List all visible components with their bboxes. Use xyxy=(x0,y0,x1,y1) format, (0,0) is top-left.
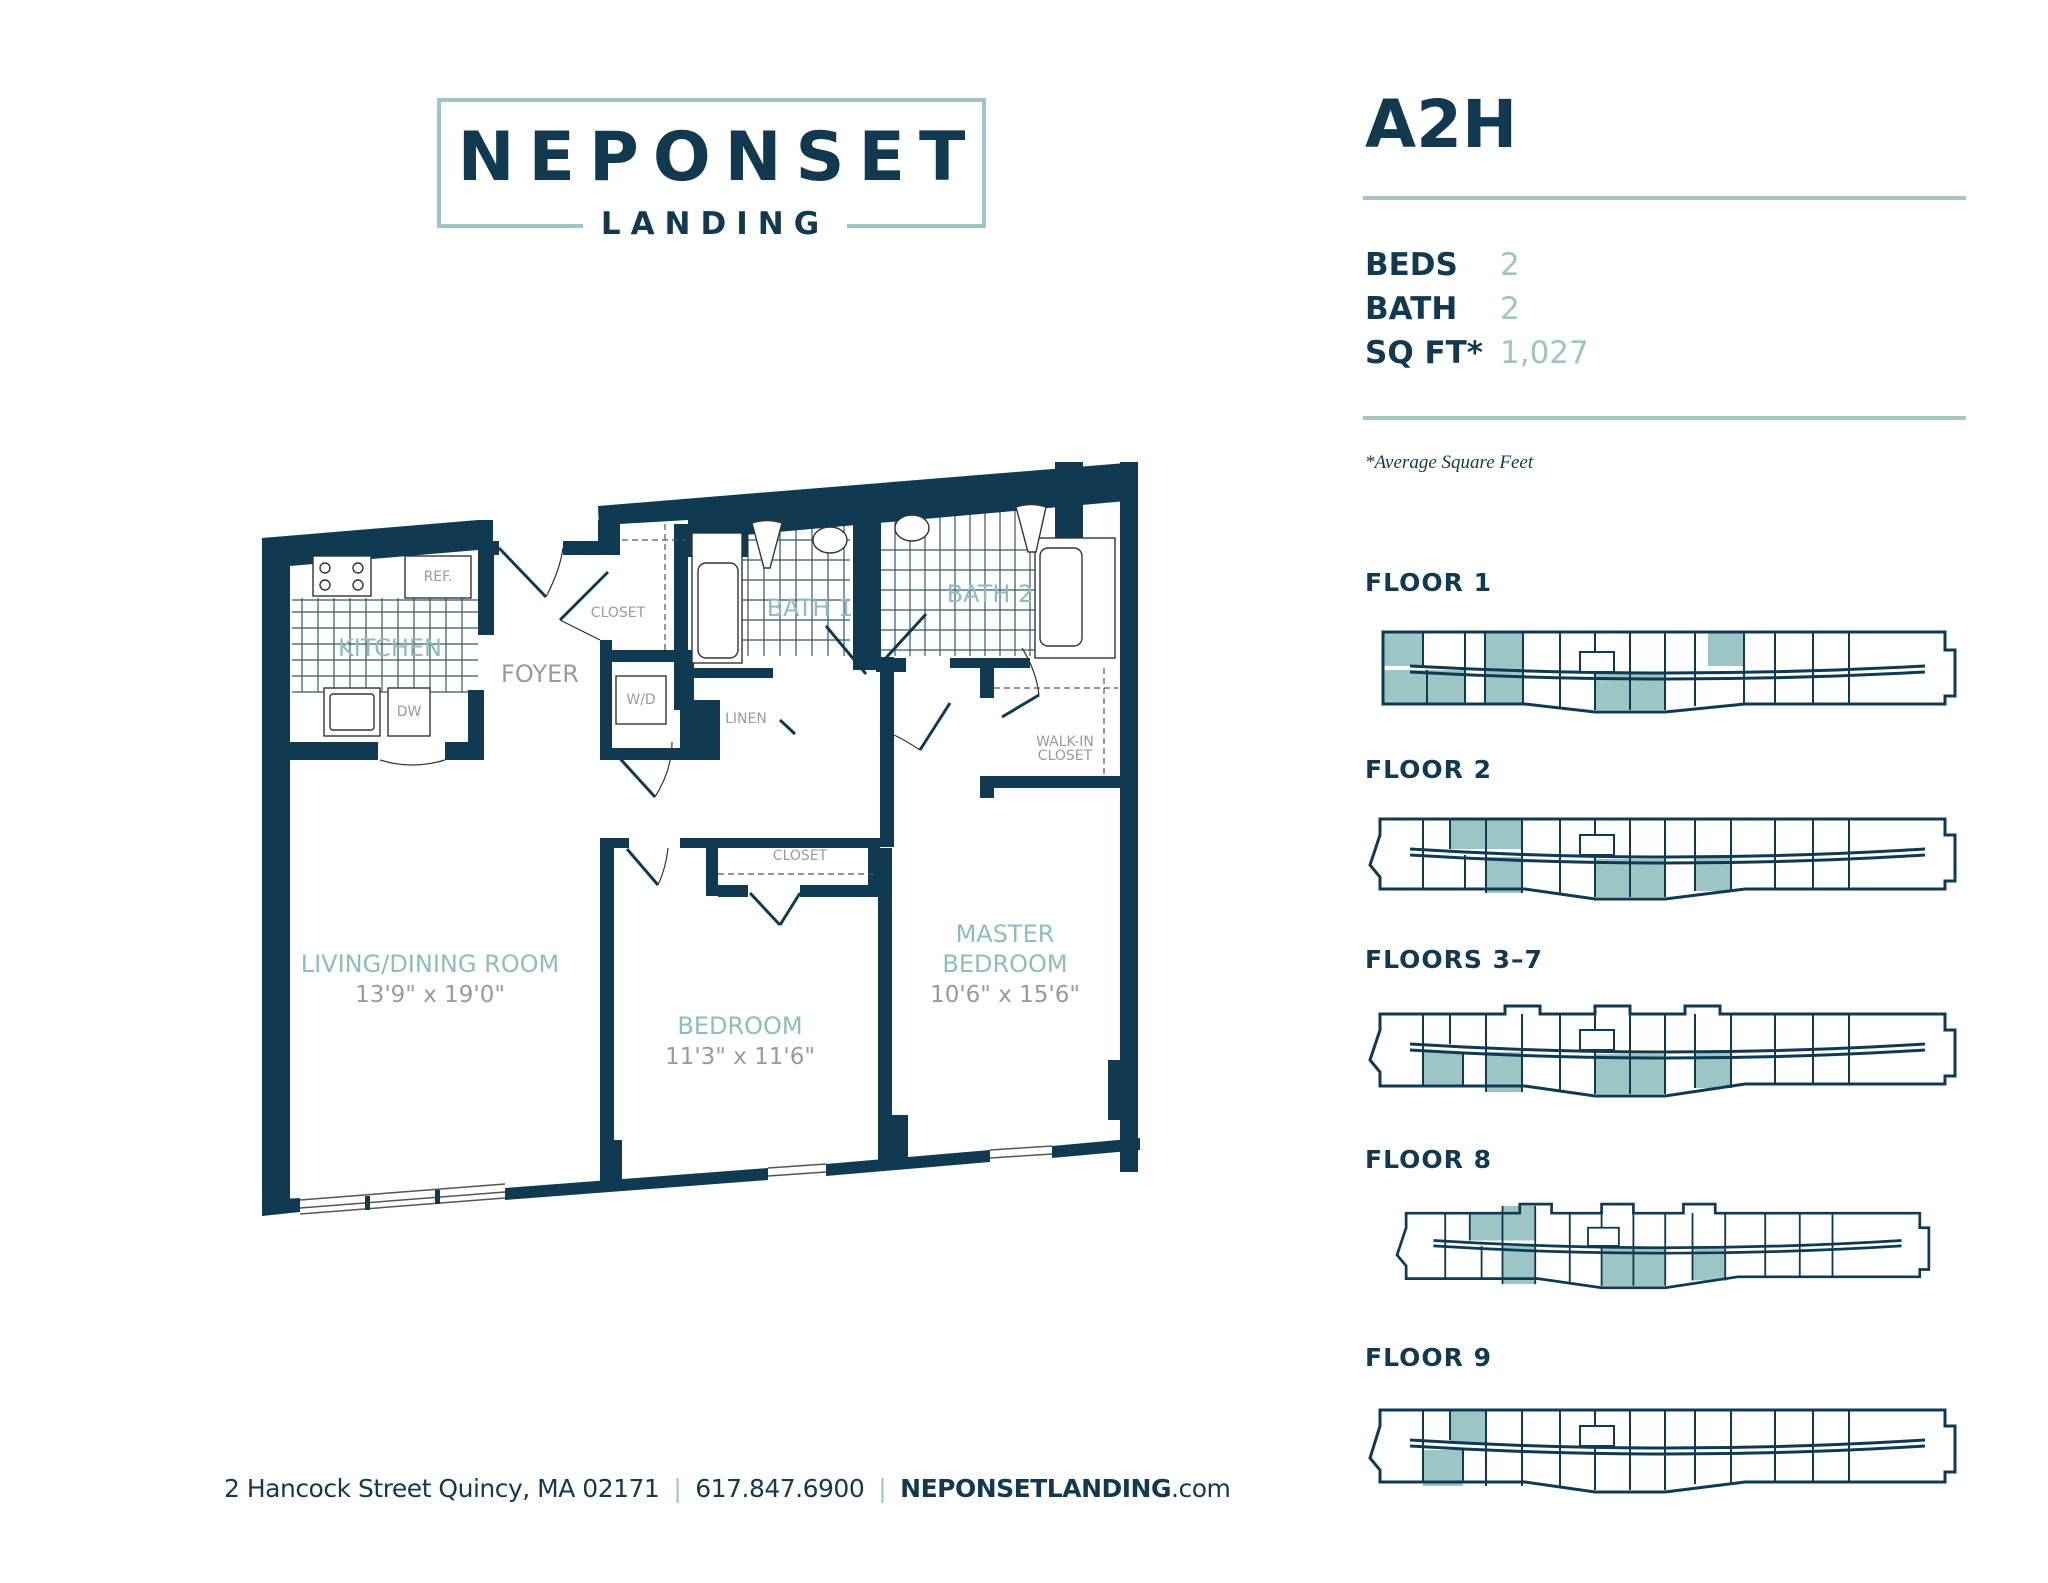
keyplan-label-floor-9: FLOOR 9 xyxy=(1365,1343,1492,1372)
logo-frame-line-right xyxy=(847,224,986,228)
fixture-label-wd: W/D xyxy=(626,692,656,708)
footer-website[interactable]: NEPONSETLANDING.com xyxy=(900,1474,1231,1503)
keyplan-floor-2 xyxy=(1368,817,1957,901)
room-dims-living-dining: 13'9" x 19'0" xyxy=(355,982,505,1008)
spec-label-beds: BEDS xyxy=(1365,247,1458,283)
spec-value-sqft: 1,027 xyxy=(1500,335,1589,371)
fixture-label-walkin: WALK-IN xyxy=(1036,734,1094,750)
footer-separator: | xyxy=(673,1474,682,1503)
footer-phone[interactable]: 617.847.6900 xyxy=(695,1474,865,1503)
fixture-label-closet-foyer: CLOSET xyxy=(590,605,646,621)
divider-bottom xyxy=(1363,416,1966,420)
logo-title: NEPONSET xyxy=(457,118,980,197)
logo-frame xyxy=(437,98,986,226)
room-label-bath-2: BATH 2 xyxy=(946,580,1034,608)
keyplan-floor-1 xyxy=(1381,630,1957,714)
spec-label-sqft: SQ FT* xyxy=(1365,335,1484,371)
keyplan-label-floors-3-7: FLOORS 3–7 xyxy=(1365,945,1543,974)
footer: 2 Hancock Street Quincy, MA 02171 | 617.84… xyxy=(224,1474,1231,1503)
fixture-label-dw: DW xyxy=(396,704,422,720)
logo-subtitle: LANDING xyxy=(600,206,830,242)
spec-value-beds: 2 xyxy=(1500,247,1520,283)
room-label-bedroom: BEDROOM xyxy=(677,1012,803,1040)
room-dims-bedroom: 11'3" x 11'6" xyxy=(665,1044,815,1070)
unit-name: A2H xyxy=(1365,86,1518,163)
keyplan-label-floor-8: FLOOR 8 xyxy=(1365,1145,1492,1174)
room-label-master-bedroom: BEDROOM xyxy=(942,950,1068,978)
keyplan-floor-9 xyxy=(1368,1408,1957,1494)
sqft-footnote: *Average Square Feet xyxy=(1365,452,1534,473)
room-label-foyer: FOYER xyxy=(501,660,579,688)
divider-top xyxy=(1363,196,1966,200)
fixture-label-closet-bedroom: CLOSET xyxy=(772,848,828,864)
room-label-living-dining: LIVING/DINING ROOM xyxy=(300,950,560,978)
keyplan-floors-3-7 xyxy=(1368,1004,1957,1098)
fixture-label-linen: LINEN xyxy=(725,711,767,727)
fixture-label-ref: REF. xyxy=(423,569,453,585)
fixture-label-walkin-closet: CLOSET xyxy=(1037,748,1093,764)
spec-value-bath: 2 xyxy=(1500,291,1520,327)
keyplan-label-floor-2: FLOOR 2 xyxy=(1365,755,1492,784)
footer-website-name: NEPONSETLANDING xyxy=(900,1474,1172,1503)
spec-label-bath: BATH xyxy=(1365,291,1458,327)
footer-address: 2 Hancock Street Quincy, MA 02171 xyxy=(224,1474,660,1503)
keyplan-label-floor-1: FLOOR 1 xyxy=(1365,568,1492,597)
room-label-bath-1: BATH 1 xyxy=(766,594,854,622)
keyplan-floor-8 xyxy=(1395,1202,1931,1290)
footer-separator: | xyxy=(878,1474,887,1503)
footer-website-suffix: .com xyxy=(1171,1474,1231,1503)
logo-frame-line-left xyxy=(437,224,583,228)
room-dims-master-bedroom: 10'6" x 15'6" xyxy=(930,982,1080,1008)
room-label-master: MASTER xyxy=(955,920,1055,948)
room-label-kitchen: KITCHEN xyxy=(338,634,442,662)
